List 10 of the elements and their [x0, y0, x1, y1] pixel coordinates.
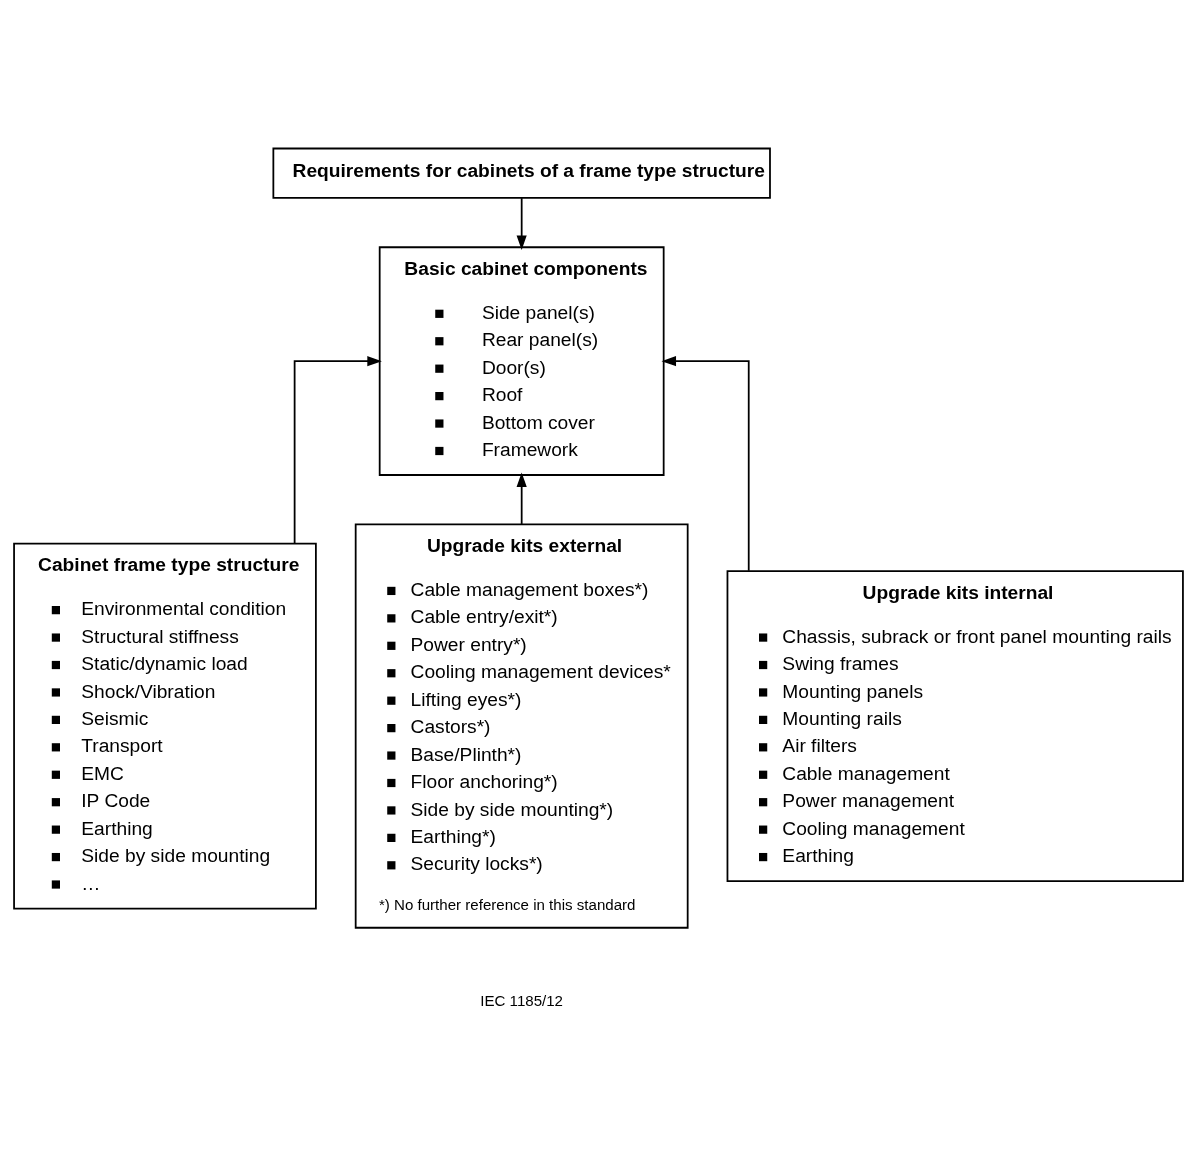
node-box: Upgrade kits internal Chassis, subrack or front panel mounting rails Swing frames Mounting panels Mounting rails Air filters Cable management Power management Cooling management Earthing [726, 570, 1184, 882]
arrow [293, 356, 382, 544]
arrow [516, 472, 527, 525]
arrow [516, 197, 527, 250]
node-box: Basic cabinet components Side panel(s) Rear panel(s) Door(s) Roof Bottom cover Framework [378, 246, 665, 476]
label: IEC 1185/12 [480, 991, 564, 1009]
node-box: Upgrade kits external Cable management boxes*) Cable entry/exit*) Power entry*) Cooling management devices* Lifting eyes*) Castors*) Base/Plinth*) Floor anchoring*) Side by side mounting*) Earthing*) Security locks*) *) No further reference in this standard [354, 523, 689, 929]
node-box: Cabinet frame type structure Environmental condition Structural stiffness Static/dynamic load Shock/Vibration Seismic Transport EMC IP Code Earthing Side by side mounting … [13, 542, 317, 910]
node-box: Requirements for cabinets of a frame type structure [272, 147, 771, 199]
arrow [661, 356, 750, 572]
